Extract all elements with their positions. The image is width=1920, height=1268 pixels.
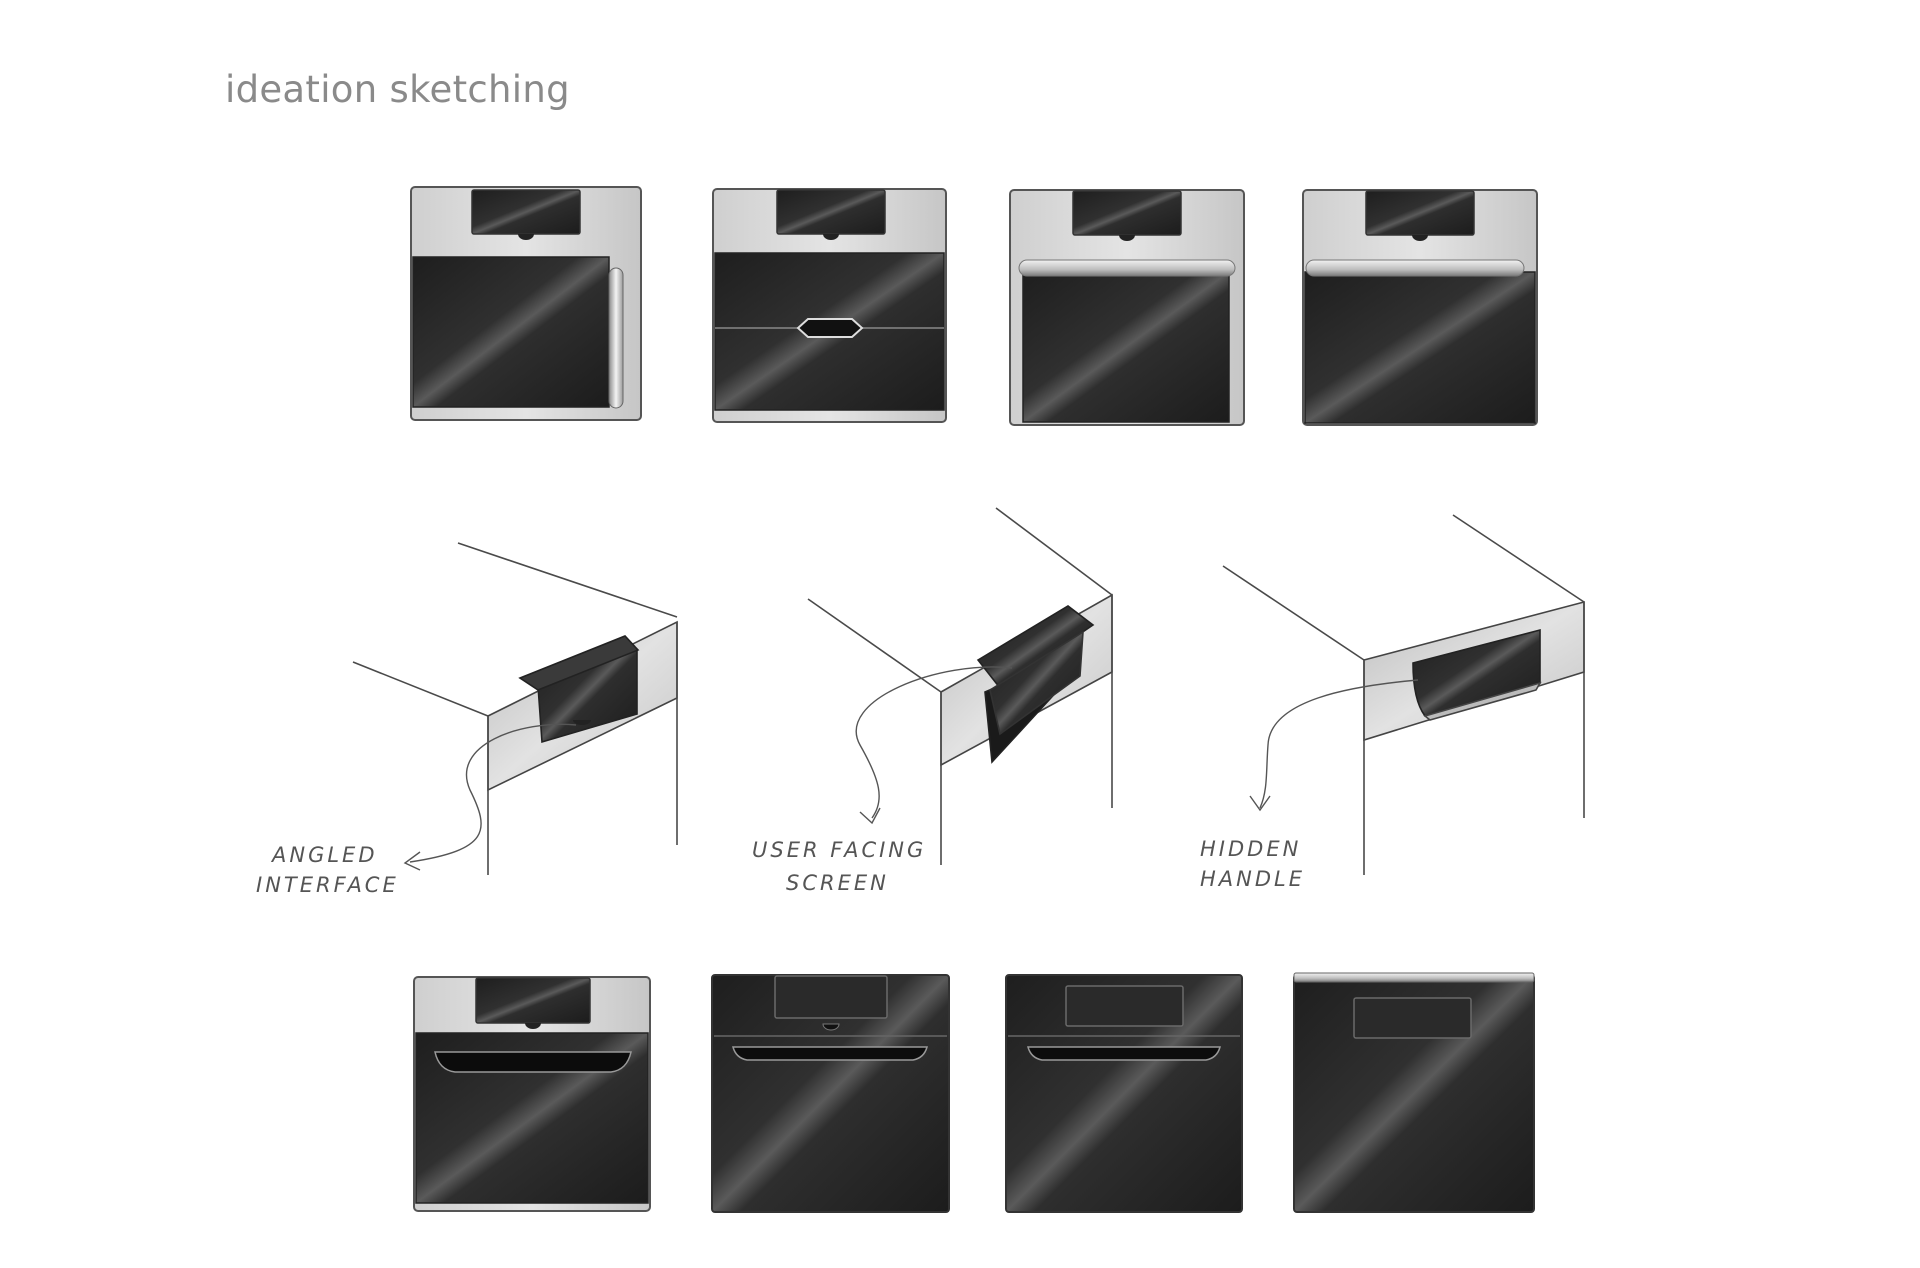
- annotation-line-2: INTERFACE: [256, 873, 399, 897]
- perspective-sketch-angled-interface: [352, 542, 678, 875]
- oven-sketch-7: [1005, 974, 1243, 1213]
- annotation-line-1: HIDDEN: [1200, 837, 1301, 861]
- oven-sketch-8: [1293, 972, 1535, 1213]
- oven-sketch-2: [712, 188, 947, 423]
- annotation-line-1: USER FACING: [752, 838, 926, 862]
- oven-sketch-5: [413, 976, 651, 1212]
- annotation-user-facing-screen: USER FACING SCREEN: [752, 838, 926, 895]
- perspective-sketch-user-facing-screen: [807, 507, 1113, 865]
- oven-sketch-6: [711, 974, 950, 1213]
- annotation-hidden-handle: HIDDEN HANDLE: [1200, 837, 1305, 891]
- oven-sketch-4: [1302, 189, 1538, 426]
- annotation-line-2: SCREEN: [786, 871, 889, 895]
- oven-sketch-3: [1009, 189, 1245, 426]
- page-title: ideation sketching: [225, 68, 570, 111]
- annotation-line-1: ANGLED: [270, 843, 378, 867]
- perspective-sketch-hidden-handle: [1222, 514, 1585, 875]
- annotation-angled-interface: ANGLED INTERFACE: [256, 843, 399, 897]
- annotation-line-2: HANDLE: [1200, 867, 1305, 891]
- oven-sketch-1: [410, 186, 642, 421]
